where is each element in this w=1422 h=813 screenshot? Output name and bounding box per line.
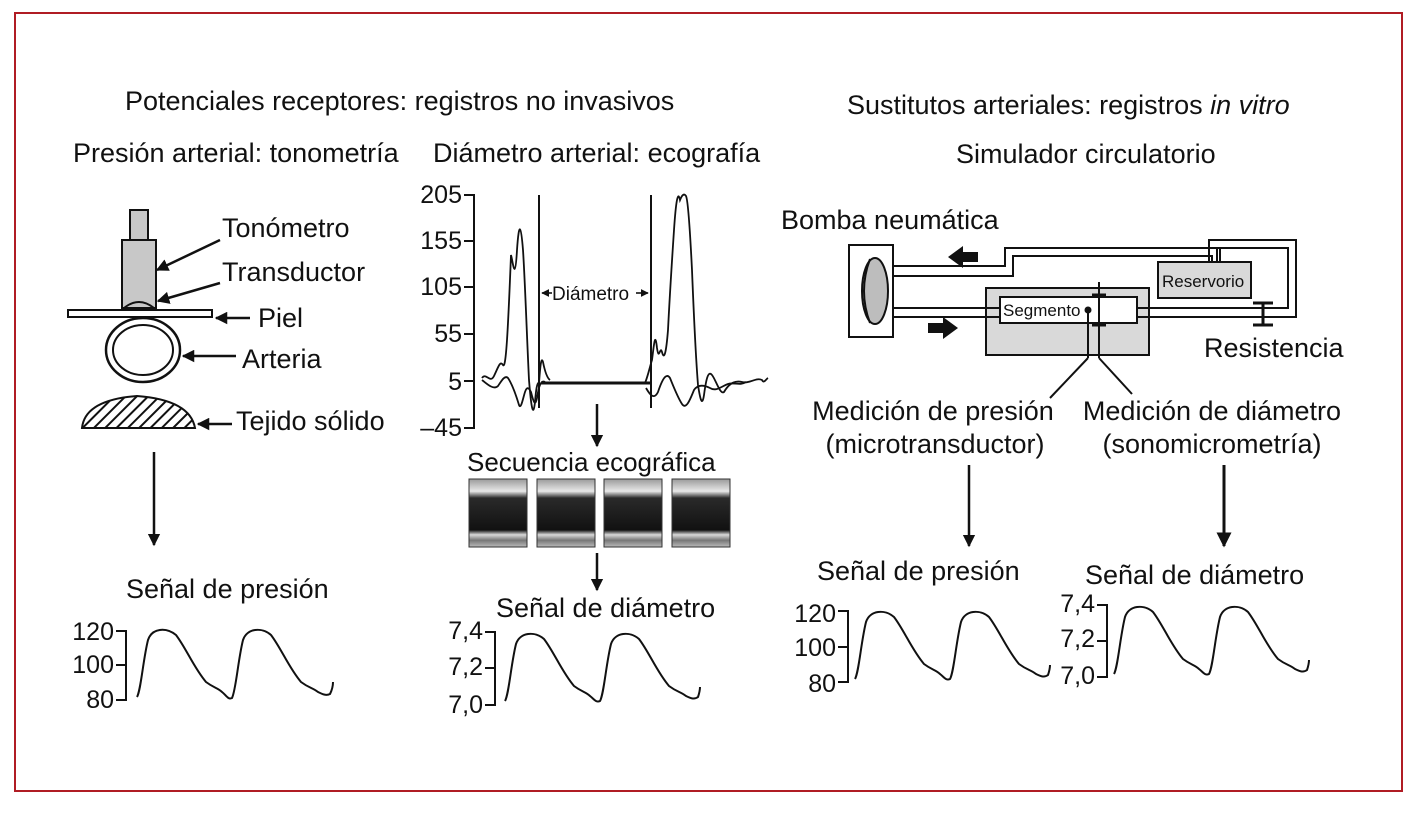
right-pressure-axis: 120 100 80 (794, 600, 849, 698)
right-heading: Sustitutos arteriales: registros in vitr… (847, 90, 1290, 120)
right-diameter-axis: 7,4 7,2 7,0 (1060, 590, 1108, 690)
resistance-label: Resistencia (1204, 333, 1345, 363)
reservoir-box (1157, 261, 1252, 299)
tissue-label: Tejido sólido (236, 406, 385, 436)
ultrasound-subheading: Diámetro arterial: ecografía (433, 138, 761, 168)
circulatory-simulator: Segmento Reservorio (848, 239, 1297, 399)
rd-tick-70: 7,0 (1060, 662, 1095, 690)
resistance-clamp (1253, 301, 1273, 327)
us-sig-tick-74: 7,4 (448, 617, 483, 645)
skin-layer (67, 309, 213, 318)
ultrasound-frame-4 (671, 478, 731, 548)
ultrasound-signal-title: Señal de diámetro (496, 593, 715, 623)
pressure-measure-label-1: Medición de presión (812, 396, 1054, 426)
diameter-measure-label-2: (sonomicrometría) (1102, 429, 1321, 459)
reservoir-label: Reservorio (1162, 272, 1244, 291)
transducer-label: Transductor (222, 257, 365, 287)
transducer-arrow (156, 281, 221, 304)
artery-label: Arteria (242, 344, 323, 374)
tonometry-subheading: Presión arterial: tonometría (73, 138, 400, 168)
tono-tick-120: 120 (72, 618, 114, 646)
us-sig-tick-70: 7,0 (448, 691, 483, 719)
us-sig-tick-72: 7,2 (448, 653, 483, 681)
right-diameter-wave (1113, 605, 1310, 676)
tonometer-device (121, 209, 157, 309)
ultrasound-sequence-frames (468, 478, 731, 548)
rp-tick-100: 100 (794, 634, 836, 662)
right-diameter-signal-title: Señal de diámetro (1085, 560, 1304, 590)
right-heading-italic: in vitro (1210, 90, 1290, 120)
tonometry-signal-axis: 120 100 80 (72, 618, 127, 714)
arterial-segment (999, 296, 1138, 324)
skin-label: Piel (258, 303, 303, 333)
pump-label: Bomba neumática (781, 205, 1000, 235)
tono-tick-80: 80 (86, 686, 114, 714)
us-tick-205: 205 (420, 181, 462, 209)
diameter-measure-label-1: Medición de diámetro (1083, 396, 1341, 426)
diameter-label: Diámetro (552, 284, 629, 305)
rp-tick-80: 80 (808, 670, 836, 698)
tonometry-signal-title: Señal de presión (126, 574, 329, 604)
figure-border (14, 12, 1403, 792)
ultrasound-rf-signal (481, 193, 769, 411)
pressure-measure-label-2: (microtransductor) (825, 429, 1044, 459)
tonometer-label: Tonómetro (222, 213, 350, 243)
us-tick-55: 55 (434, 320, 462, 348)
us-tick-5: 5 (448, 368, 462, 396)
left-heading: Potenciales receptores: registros no inv… (125, 86, 674, 116)
ultrasound-frame-2 (536, 478, 596, 548)
ultrasound-axis: 205 155 105 55 5 –45 (420, 181, 475, 442)
tono-tick-100: 100 (72, 651, 114, 679)
flow-arrow-right (928, 317, 958, 339)
pump-chamber (861, 257, 889, 325)
us-tick-105: 105 (420, 273, 462, 301)
right-heading-prefix: Sustitutos arteriales: registros (847, 90, 1210, 120)
us-tick-155: 155 (420, 227, 462, 255)
rp-tick-120: 120 (794, 600, 836, 628)
right-pressure-signal-title: Señal de presión (817, 556, 1020, 586)
right-pressure-wave (854, 610, 1051, 681)
segment-label: Segmento (1003, 301, 1081, 320)
rd-tick-72: 7,2 (1060, 625, 1095, 653)
solid-tissue (80, 394, 197, 429)
ultrasound-frame-1 (468, 478, 528, 548)
rd-tick-74: 7,4 (1060, 590, 1095, 618)
right-subheading: Simulador circulatorio (956, 139, 1216, 169)
ultrasound-frame-3 (603, 478, 663, 548)
tonometer-arrow (155, 238, 221, 272)
ultrasound-signal-axis: 7,4 7,2 7,0 (448, 617, 496, 719)
tonometry-pressure-wave (136, 628, 334, 700)
us-tick-minus45: –45 (420, 414, 462, 442)
ultrasound-diameter-wave (504, 632, 701, 703)
flow-arrow-left (948, 246, 978, 268)
sequence-title: Secuencia ecográfica (467, 447, 716, 477)
artery-shape (104, 316, 182, 384)
